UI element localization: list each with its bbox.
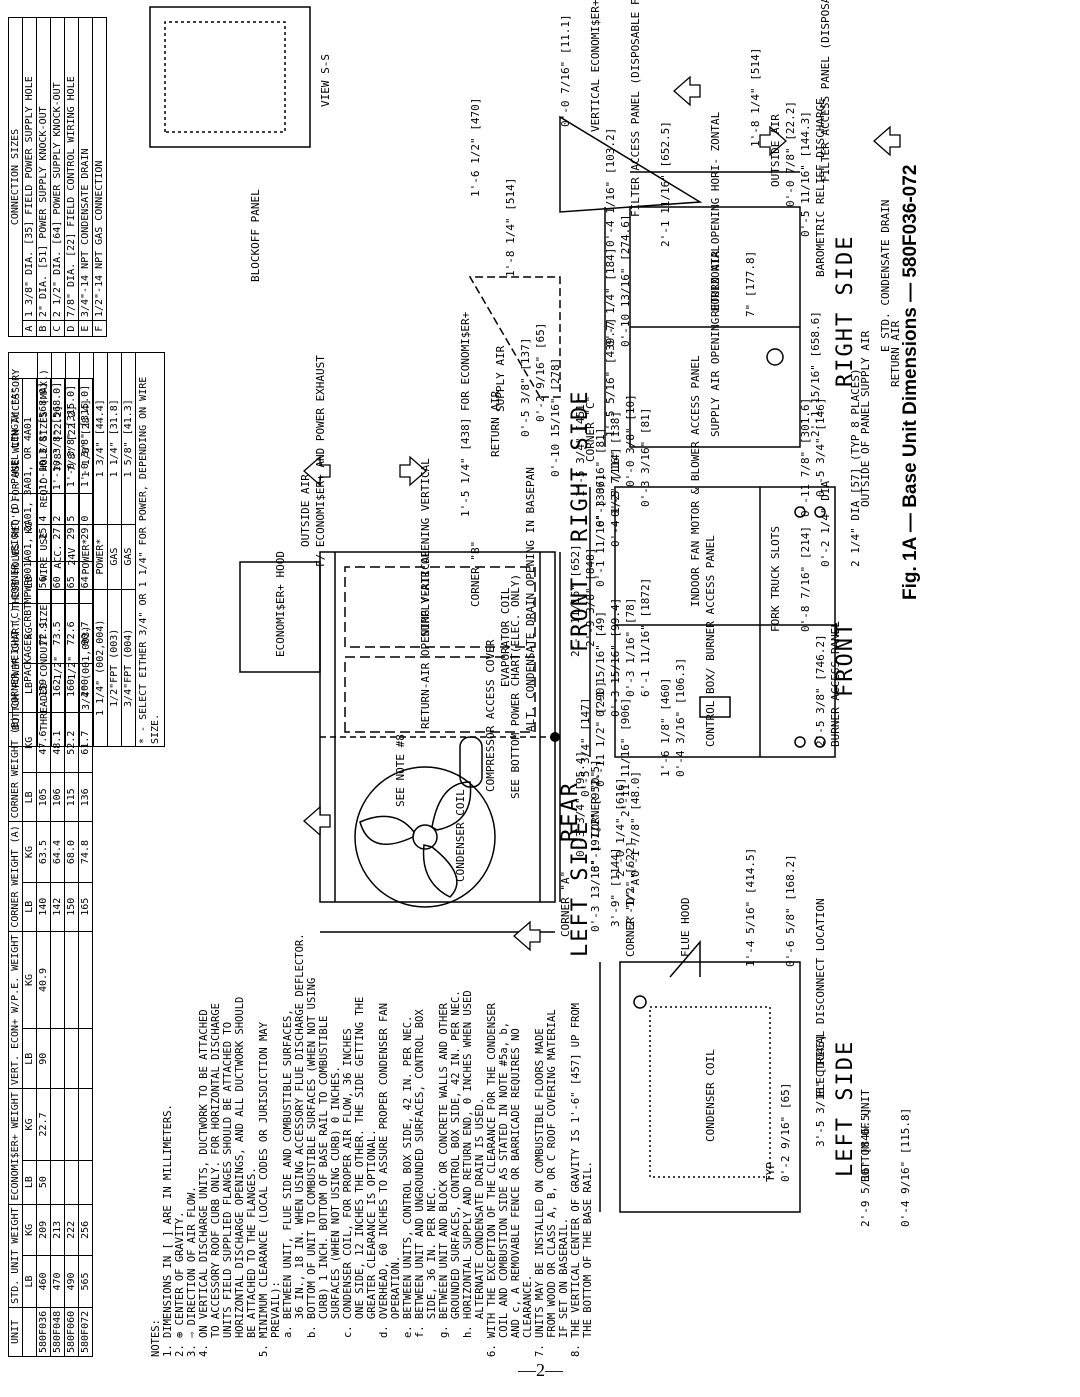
supply-air-opening (344, 566, 536, 648)
dim-0-3: 0'-3 3/16" [81] (594, 427, 607, 527)
label-outside-air: OUTSIDE AIR (299, 474, 312, 547)
label-econ-hood: ECONOMI$ER+ HOOD (274, 551, 287, 657)
view-ss-title: VIEW S-S (319, 54, 332, 107)
dim-0316b: 0'-3 1/16" [78] (624, 597, 637, 697)
dim-0-3-1316: 0'-3 13/16" [97] (589, 826, 602, 932)
dim-0-4-316: 0'-4 3/16" [106.3] (674, 657, 687, 777)
dim-1-8-14: 1'-8 1/4" [514] (749, 47, 762, 147)
dim-0-6: 0'-6 5/8" [168.2] (784, 854, 797, 967)
dim-0-2-916: 0'-2 9/16" [65] (779, 1082, 792, 1182)
label-return-horizontal: RETURN AIR OPENING HORI- ZONTAL (709, 111, 722, 317)
label-filter-panel-2: FILTER ACCESS PANEL (DISPOSABLE FILTERS) (629, 0, 642, 217)
label-corner-a: CORNER "A" (559, 870, 572, 937)
label-typ: TYP (764, 1162, 777, 1182)
label-fork-truck: FORK TRUCK SLOTS (769, 526, 782, 632)
label-control-box: CONTROL BOX/ BURNER ACCESS PANEL (704, 535, 717, 747)
label-alt-condensate: ALT. CONDENSATE DRAIN OPENING IN BASEPAN (524, 467, 537, 732)
dim-0-0-78: 0'-0 7/8" [22.2] (784, 101, 797, 207)
view-ss-outline (149, 6, 311, 148)
label-corner-b: CORNER "B" (469, 540, 482, 607)
center-of-gravity-icon (550, 732, 560, 742)
label-barometric: BAROMETRIC RELIEF DISCHARGE (814, 98, 827, 277)
label-supply-air-opening: SUPPLY-AIR OPENING VERTICAL (419, 458, 432, 637)
dim-0-10-1316: 0'-10 13/16" [274.6] (619, 214, 632, 347)
dim-0-3b: 0'-3 3/16" [81] (639, 407, 652, 507)
label-indoor-fan: INDOOR FAN MOTOR & BLOWER ACCESS PANEL (689, 355, 702, 607)
label-evaporator-coil: EVAPORATOR COIL (499, 587, 512, 687)
label-outside-of-panel: OUTSIDE OF PANEL (859, 401, 872, 507)
dim-0-10: 0'-10 15/16" [278] (549, 357, 562, 477)
top-view-outline (319, 551, 556, 903)
dim-2-1-1516: 2'-1 15/16" [658.6] (809, 311, 822, 437)
label-supply-air-2: SUPPLY AIR (859, 330, 872, 397)
dim-1-5: 1'-5 3/4" [451] (574, 397, 587, 497)
dim-0-5-1116: 0'-5 11/16" [144.3] (799, 111, 812, 237)
dim-0-7: 0'-7 1/4" [184] (604, 247, 617, 347)
dim-0-8: 0'-8 7/16" [214] (799, 526, 812, 632)
dim-1-6-12: 1'-6 1/2" [470] (469, 97, 482, 197)
dim-1-6: 1'-6 1/8" [460] (659, 677, 672, 777)
dim-0-7-716: 0'-0 7/16" [11.1] (559, 14, 572, 127)
label-compressor-cover: COMPRESSOR ACCESS COVER (484, 639, 497, 792)
econ-hood-outline (239, 561, 321, 673)
right-side-title-2: RIGHT SIDE (833, 234, 858, 387)
label-for-economiser: 1'-5 1/4" [438] FOR ECONOMI$ER+ (459, 311, 472, 517)
left-side-title-2: LEFT SIDE (833, 1039, 858, 1177)
label-burner-access: BURNER ACCESS PANEL (829, 621, 842, 747)
dim-0116: 0'-1 15/16" [49] (594, 611, 607, 717)
label-condenser-coil: CONDENSER COIL (454, 789, 467, 882)
dim-7: 7" [177.8] (744, 250, 757, 317)
label-outside-air-2: OUTSIDE AIR (769, 114, 782, 187)
dim-0-2: 0'-2 9/16" [65] (534, 322, 547, 422)
label-blockoff: BLOCKOFF PANEL (249, 189, 262, 282)
air-flow-arrow-icon (513, 920, 541, 952)
front-view-outline (614, 486, 836, 758)
label-see-note-8: SEE NOTE #8 (394, 734, 407, 807)
label-vertical-econ: VERTICAL ECONOMI$ER+ W/ POWER EXHAUST (589, 0, 602, 132)
figure-caption: Fig. 1A — Base Unit Dimensions — 580F036… (900, 164, 921, 600)
label-flue-hood: FLUE HOOD (679, 897, 692, 957)
label-econ-power-exhaust: F/ ECONOMI$ER+ AND POWER EXHAUST (314, 355, 327, 567)
dim-0316: 0'-3 15/16" [99.4] (609, 597, 622, 717)
left-side-view-outline (619, 961, 801, 1213)
dim-0-0: 0'-0 3/8" [10] (624, 394, 637, 487)
dim-611: 6'-1 11/16" [1872] (639, 577, 652, 697)
figure-caption-wrap: Fig. 1A — Base Unit Dimensions — 580F036… (900, 80, 940, 1180)
label-condenser-coil-2: CONDENSER COIL (704, 1049, 717, 1142)
dim-3-5: 3'-5 3/16" [1046] (814, 1034, 827, 1147)
dim-1-8: 1'-8 1/4" [514] (504, 177, 517, 277)
label-supply-air: SUPPLY AIR (494, 345, 507, 412)
label-std-condensate: E STD. CONDENSATE DRAIN (879, 199, 892, 352)
dim-1-4: 1'-4 5/16" [414.5] (744, 847, 757, 967)
dim-rear-3: 2'-1 11/16" [652] (569, 544, 582, 657)
dim-2-5: 2'-5 3/8" [746.2] (814, 634, 827, 747)
dim-0534: 0'-5 3/4" [147] (579, 697, 592, 797)
dim-2-1-1116: 2'-1 11/16" [652.5] (659, 121, 672, 247)
return-air-opening (344, 656, 536, 733)
condenser-fan-icon (354, 766, 496, 908)
dim-0-4-116: 0'-4 1/16" [103.2] (604, 127, 617, 247)
page-number: —2— (518, 1360, 563, 1380)
dim-2-9: 2'-9 5/16" [846.5] (859, 1107, 872, 1227)
dim-0-5: 0'-5 3/8" [137] (519, 337, 532, 437)
